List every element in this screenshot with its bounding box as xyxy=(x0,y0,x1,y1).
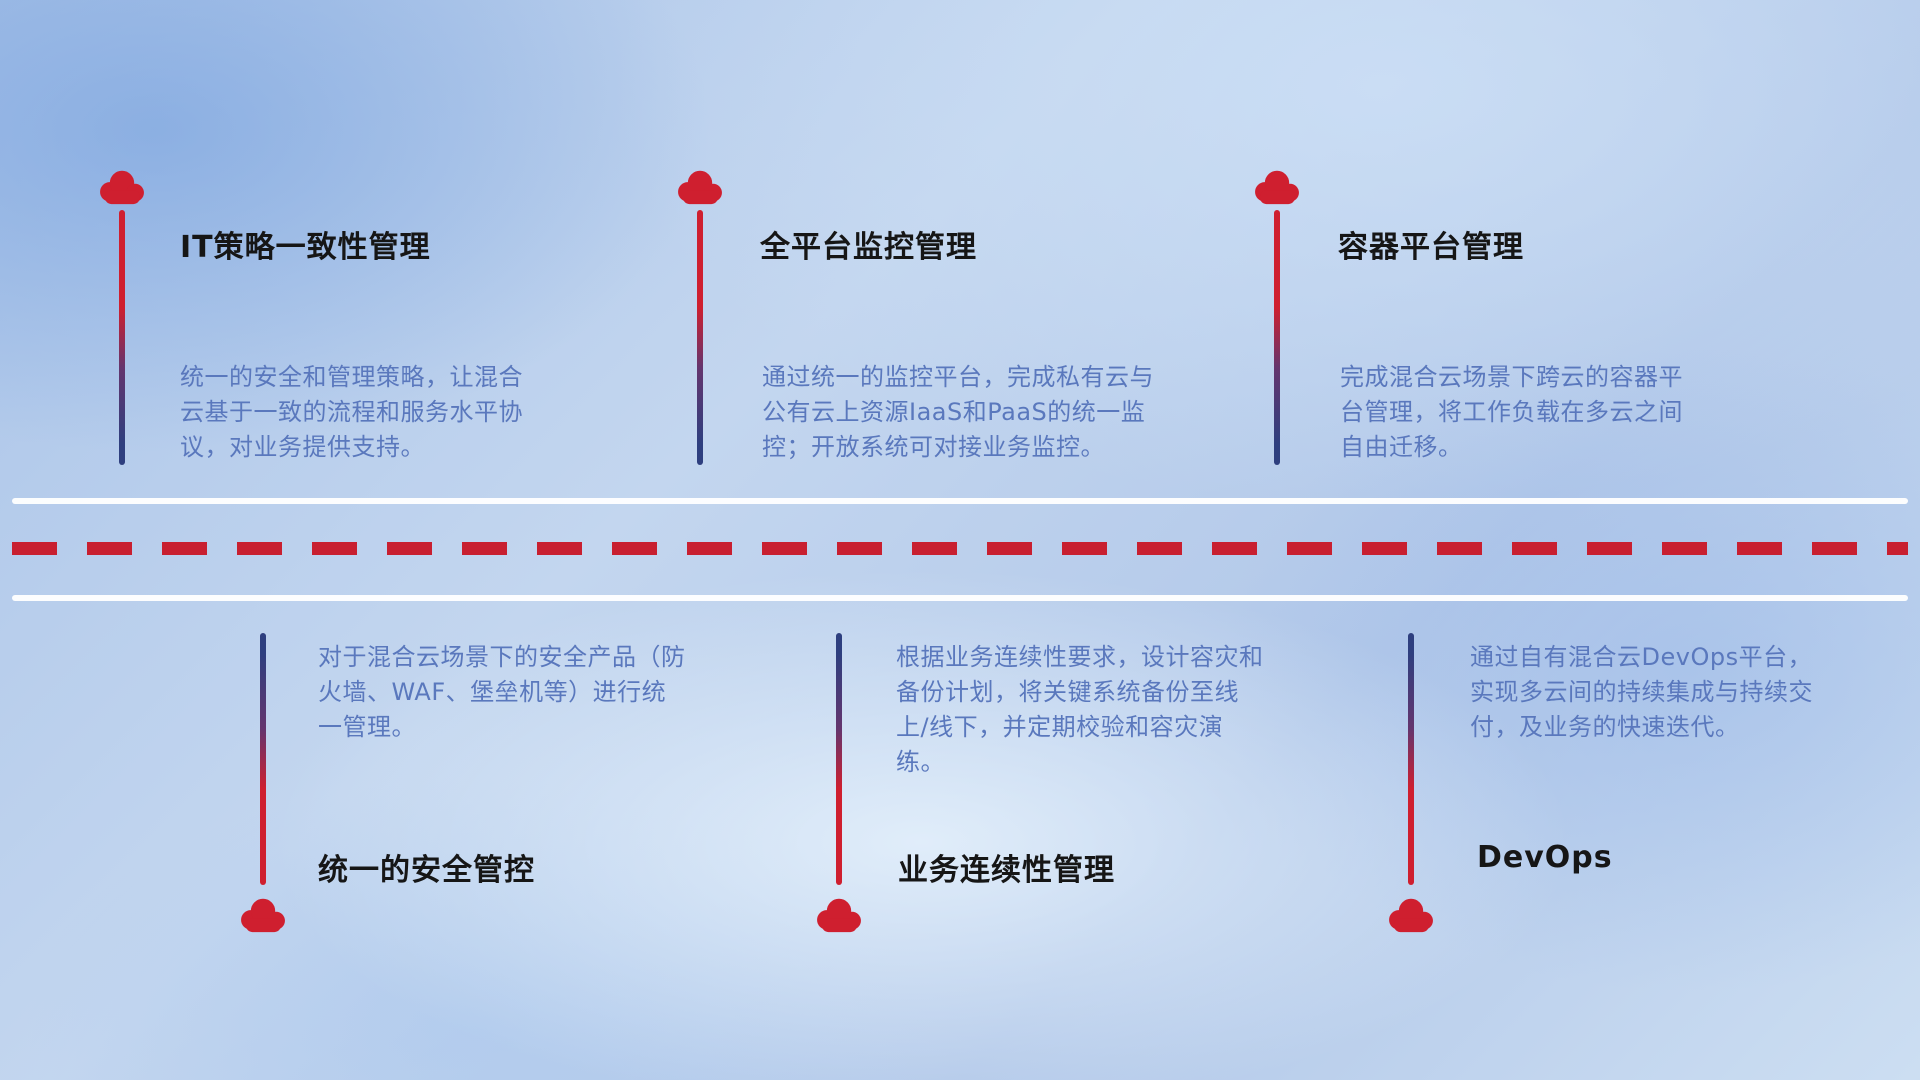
timeline-connector xyxy=(260,633,266,885)
item-description: 统一的安全和管理策略，让混合云基于一致的流程和服务水平协议，对业务提供支持。 xyxy=(180,363,523,461)
item-title: DevOps xyxy=(1477,840,1613,875)
road-line-top xyxy=(12,498,1908,504)
item-title: IT策略一致性管理 xyxy=(180,230,431,265)
timeline-connector xyxy=(697,210,703,465)
item-description: 完成混合云场景下跨云的容器平台管理，将工作负载在多云之间自由迁移。 xyxy=(1340,363,1683,461)
item-description: 对于混合云场景下的安全产品（防火墙、WAF、堡垒机等）进行统一管理。 xyxy=(318,643,686,741)
item-title: 业务连续性管理 xyxy=(898,853,1115,888)
timeline-connector xyxy=(1408,633,1414,885)
cloud-icon xyxy=(237,896,289,934)
cloud-icon xyxy=(1251,168,1303,206)
timeline-connector xyxy=(836,633,842,885)
road-line-bottom xyxy=(12,595,1908,601)
item-title: 全平台监控管理 xyxy=(760,230,977,265)
road-dashed-center-line xyxy=(12,542,1908,555)
item-description: 通过自有混合云DevOps平台，实现多云间的持续集成与持续交付，及业务的快速迭代… xyxy=(1470,643,1813,741)
timeline-connector xyxy=(119,210,125,465)
item-description: 根据业务连续性要求，设计容灾和备份计划，将关键系统备份至线上/线下，并定期校验和… xyxy=(896,643,1264,776)
cloud-icon xyxy=(96,168,148,206)
item-title: 统一的安全管控 xyxy=(318,853,535,888)
cloud-icon xyxy=(674,168,726,206)
cloud-icon xyxy=(813,896,865,934)
item-description: 通过统一的监控平台，完成私有云与公有云上资源IaaS和PaaS的统一监控；开放系… xyxy=(762,363,1154,461)
item-title: 容器平台管理 xyxy=(1338,230,1524,265)
cloud-icon xyxy=(1385,896,1437,934)
timeline-connector xyxy=(1274,210,1280,465)
